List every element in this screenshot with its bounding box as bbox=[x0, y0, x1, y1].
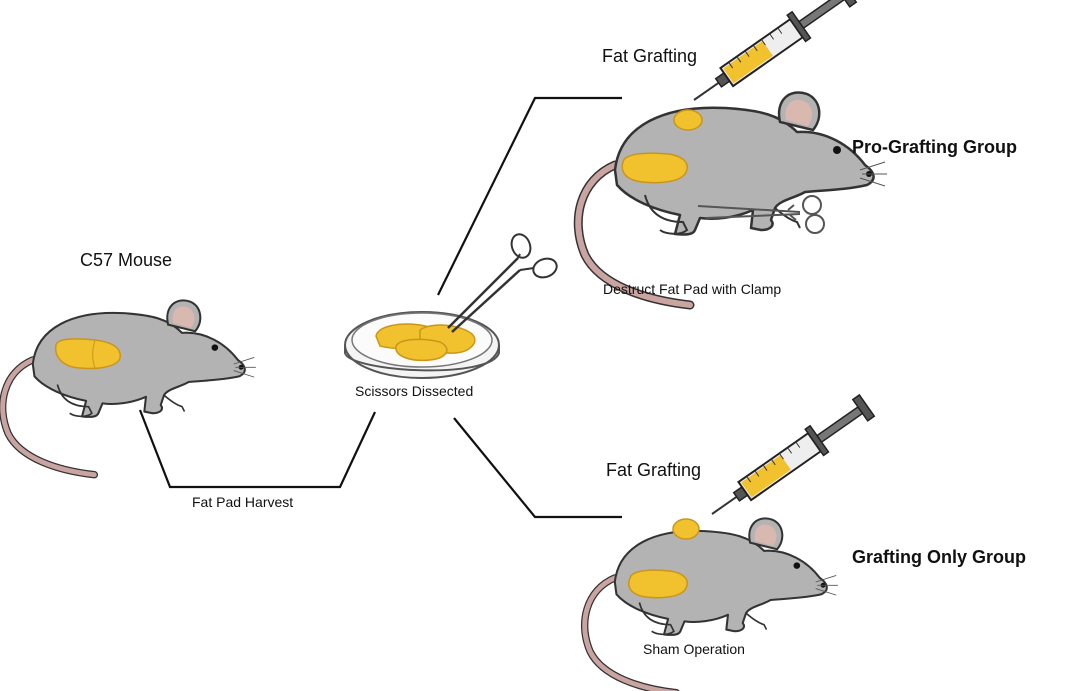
pro-grafting-group-label: Pro-Grafting Group bbox=[852, 137, 1017, 157]
grafting-only-group-label: Grafting Only Group bbox=[852, 547, 1026, 567]
destruct-fat-pad-label: Destruct Fat Pad with Clamp bbox=[603, 281, 782, 297]
scissors-dissected-label: Scissors Dissected bbox=[355, 383, 474, 399]
fat-pad-icon bbox=[54, 338, 121, 370]
sham-operation-label: Sham Operation bbox=[643, 641, 745, 657]
pro-grafting-mouse-icon bbox=[578, 92, 887, 305]
c57-mouse-label: C57 Mouse bbox=[80, 250, 173, 270]
connector-lines bbox=[138, 96, 622, 519]
fat-grafting-top-label: Fat Grafting bbox=[602, 46, 698, 66]
grafted-fat-icon bbox=[673, 109, 703, 131]
syringe-icon bbox=[683, 0, 859, 115]
grafting-only-mouse-icon bbox=[585, 518, 838, 691]
dissected-fat-icon bbox=[375, 323, 476, 362]
top-branch-connector bbox=[437, 96, 622, 296]
harvest-connector bbox=[138, 409, 376, 489]
fat-grafting-bottom-label: Fat Grafting bbox=[606, 460, 702, 480]
scissors-icon bbox=[447, 233, 558, 333]
c57-mouse-icon bbox=[3, 300, 256, 474]
clamp-icon bbox=[697, 195, 825, 234]
bottom-branch-connector bbox=[453, 417, 622, 519]
fat-pad-harvest-label: Fat Pad Harvest bbox=[192, 494, 294, 510]
fat-pad-icon bbox=[621, 152, 688, 184]
fat-pad-icon bbox=[628, 569, 688, 599]
syringe-icon bbox=[701, 391, 877, 529]
grafted-fat-icon bbox=[672, 518, 700, 540]
